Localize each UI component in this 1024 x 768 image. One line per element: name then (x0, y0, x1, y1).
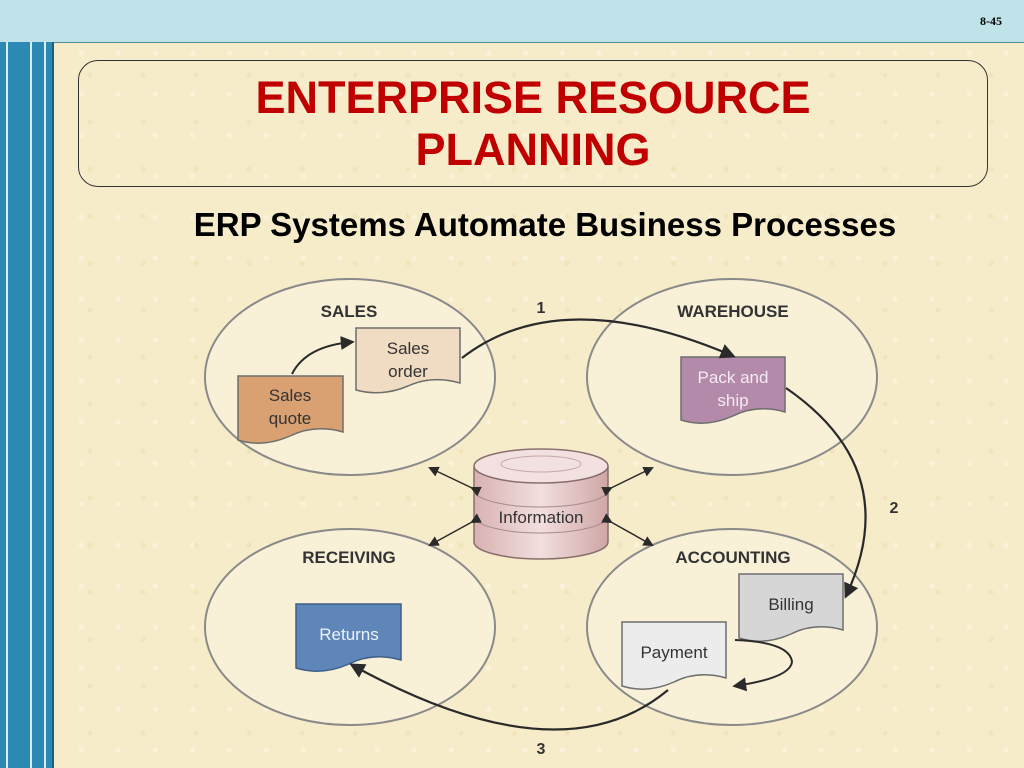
left-bar-line (30, 42, 32, 768)
left-decorative-bar (0, 42, 54, 768)
billing-label: Billing (768, 595, 813, 614)
sales-order-document (355, 327, 461, 394)
quote-to-order-arrow (291, 335, 355, 375)
returns-label: Returns (319, 625, 379, 644)
flow-arrow-2 (785, 387, 867, 599)
billing-to-payment-arrow (732, 639, 794, 692)
receiving-label: RECEIVING (302, 548, 396, 567)
sales-label: SALES (321, 302, 378, 321)
subtitle: ERP Systems Automate Business Processes (193, 206, 897, 243)
sales-order-label-line-2: order (388, 362, 428, 381)
sales-quote-document (237, 375, 344, 444)
left-bar-line (6, 42, 8, 768)
accounting-label: ACCOUNTING (675, 548, 790, 567)
payment-label: Payment (640, 643, 707, 662)
info-accounting-connector (601, 513, 654, 547)
page-title: ENTERPRISE RESOURCE PLANNING (255, 72, 810, 176)
pack-and-ship-label-line-1: Pack and (698, 368, 769, 387)
information-database-icon (473, 448, 609, 560)
information-label: Information (498, 508, 583, 527)
flow-arrow-1 (461, 318, 736, 359)
info-receiving-connector (428, 513, 482, 547)
sales-quote-label-line-1: Sales (269, 386, 312, 405)
returns-document (295, 603, 402, 672)
payment-document (621, 621, 727, 690)
flow-arrow-3 (349, 663, 669, 731)
flow-number-1: 1 (537, 300, 546, 317)
title-line-1: ENTERPRISE RESOURCE (255, 71, 811, 123)
title-line-2: PLANNING (415, 123, 651, 175)
flow-number-2: 2 (890, 500, 899, 517)
slide-number: 8-45 (980, 14, 1002, 28)
title-box: ENTERPRISE RESOURCE PLANNING (78, 60, 988, 187)
flow-number-3: 3 (537, 741, 546, 758)
sales-order-label-line-1: Sales (387, 339, 430, 358)
info-sales-connector (428, 466, 482, 497)
info-warehouse-connector (601, 466, 654, 497)
warehouse-label: WAREHOUSE (677, 302, 788, 321)
left-bar-line (44, 42, 46, 768)
pack-and-ship-label-line-2: ship (717, 391, 748, 410)
sales-quote-label-line-2: quote (269, 409, 312, 428)
pack-and-ship-document (680, 356, 786, 424)
top-bar: 8-45 (0, 0, 1024, 43)
